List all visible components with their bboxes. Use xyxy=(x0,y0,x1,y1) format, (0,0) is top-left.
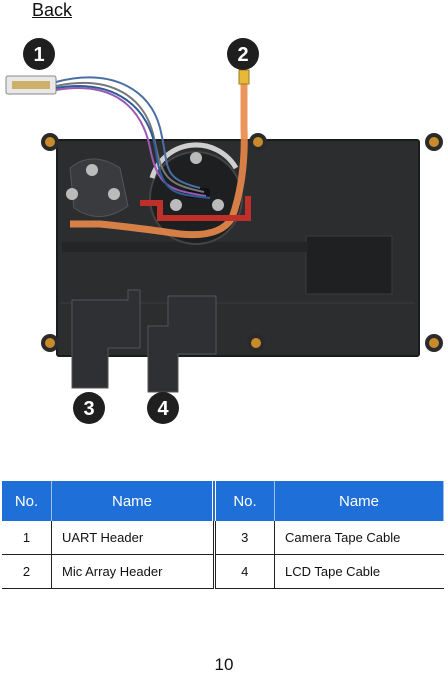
page-number: 10 xyxy=(214,655,234,674)
table-header-row: No. Name No. Name xyxy=(2,481,444,521)
cell-no: 3 xyxy=(214,521,275,555)
callout-4: 4 xyxy=(147,392,179,424)
table-row: 1 UART Header 3 Camera Tape Cable xyxy=(2,521,444,555)
svg-text:1: 1 xyxy=(33,44,44,66)
callout-1: 1 xyxy=(23,38,55,70)
cell-name: Mic Array Header xyxy=(51,554,216,589)
svg-text:4: 4 xyxy=(157,398,169,420)
header-name-2: Name xyxy=(274,481,444,521)
board-strip xyxy=(62,242,308,252)
cell-no: 4 xyxy=(214,554,275,589)
callout-3: 3 xyxy=(73,392,105,424)
header-no-2: No. xyxy=(214,481,275,521)
svg-text:3: 3 xyxy=(83,398,94,420)
standoff-icons xyxy=(41,133,443,352)
cell-name: LCD Tape Cable xyxy=(274,554,444,589)
cell-no: 1 xyxy=(2,521,52,555)
left-mount xyxy=(66,158,129,217)
callout-2: 2 xyxy=(227,38,259,70)
svg-text:2: 2 xyxy=(237,44,248,66)
device-diagram: 1 2 3 4 xyxy=(5,38,443,424)
lcd-tape-cables xyxy=(71,289,217,393)
table-row: 2 Mic Array Header 4 LCD Tape Cable xyxy=(2,554,444,589)
cell-name: Camera Tape Cable xyxy=(274,521,444,555)
header-no-1: No. xyxy=(2,481,52,521)
cell-no: 2 xyxy=(2,554,52,589)
board-panel xyxy=(305,235,393,295)
parts-table: No. Name No. Name 1 UART Header 3 Camera… xyxy=(2,481,444,589)
header-name-1: Name xyxy=(51,481,216,521)
uart-header xyxy=(5,75,211,199)
camera-tape-cable xyxy=(70,69,251,239)
cell-name: UART Header xyxy=(51,521,216,555)
back-link[interactable]: Back xyxy=(32,0,73,20)
